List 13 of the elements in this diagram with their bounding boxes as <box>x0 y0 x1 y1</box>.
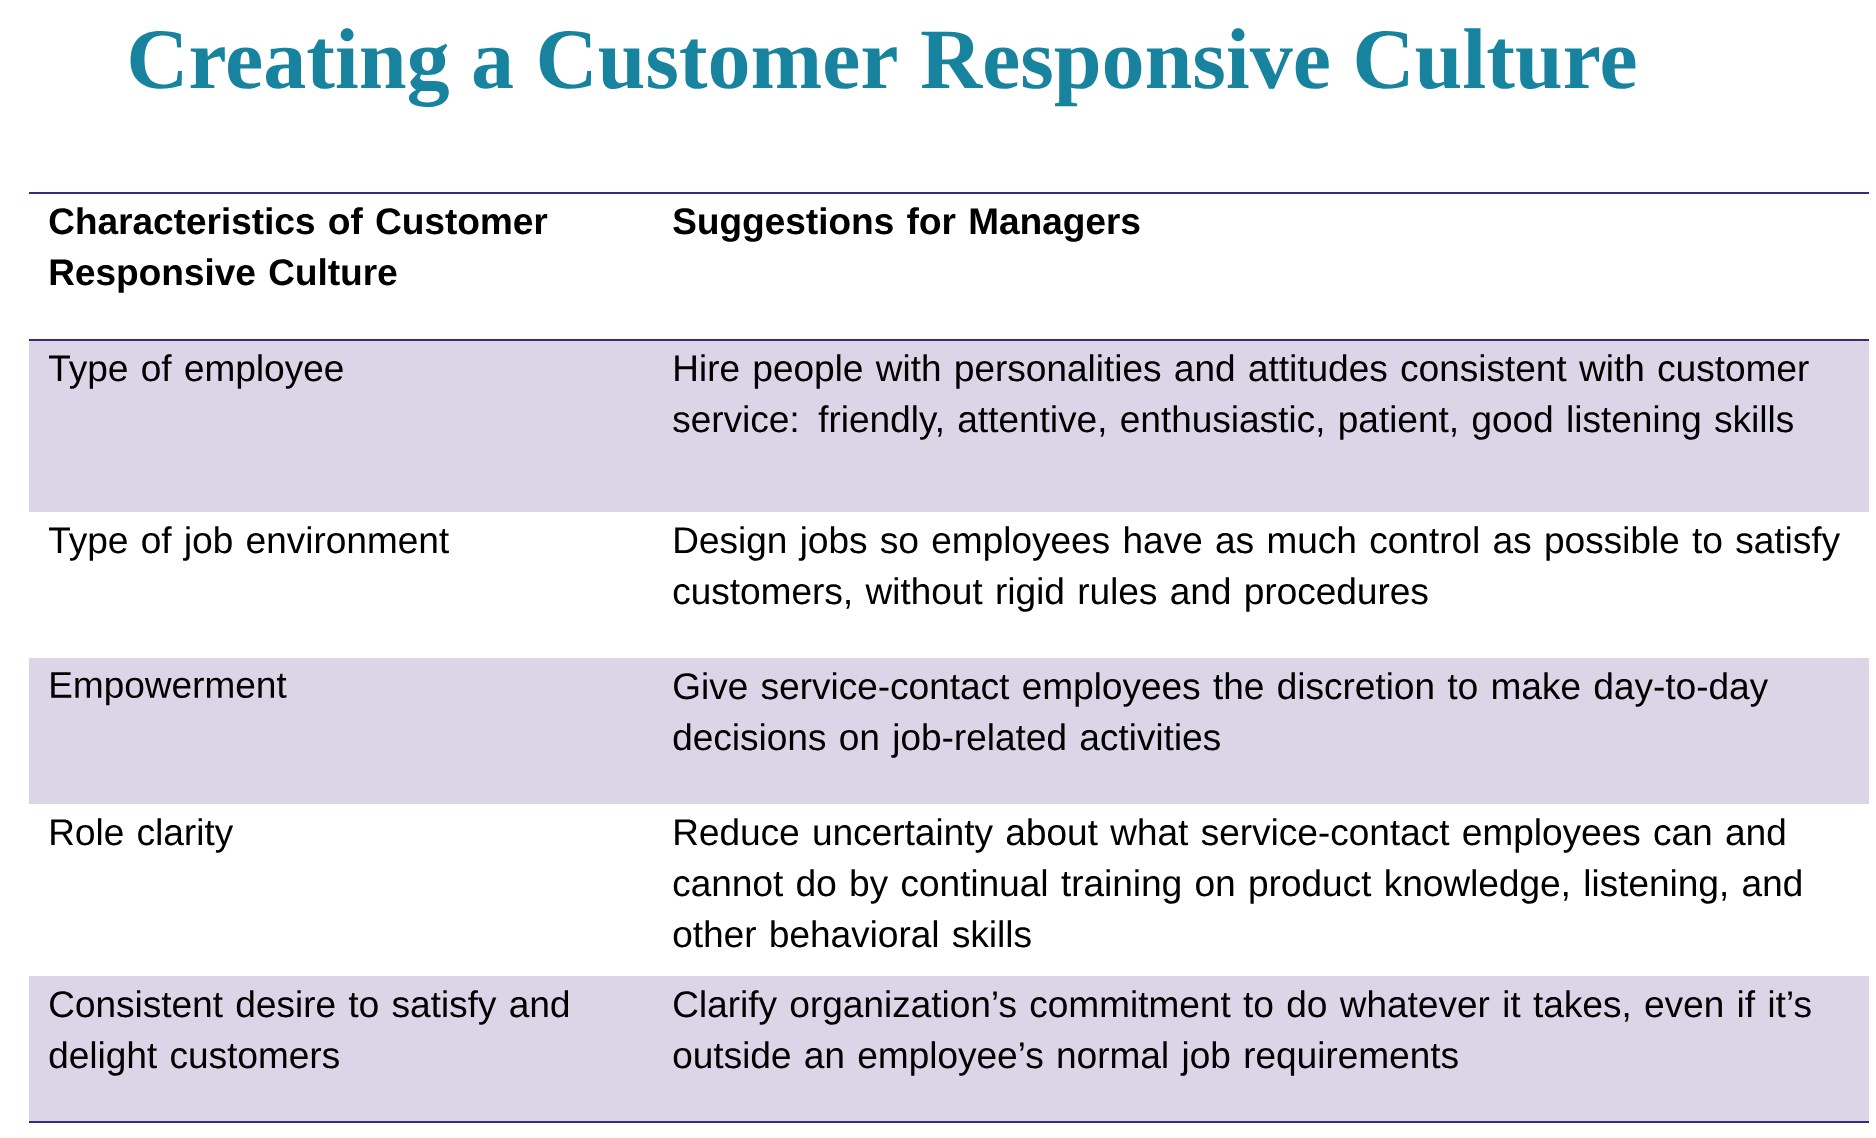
title: Creating a Customer Responsive Culture <box>130 28 1636 107</box>
table-cell: Role clarity <box>51 818 234 853</box>
table-cell: Empowerment <box>29 658 652 804</box>
table-cell: Consistent desire to satisfy and delight customers <box>29 976 652 1122</box>
table-cell: Type of job environment <box>49 526 449 561</box>
table-header-cell: Suggestions for Managers <box>673 207 1140 242</box>
table-cell: Clarify organization’s commitment to do whatever it takes, even if it’s outside an employee’s normal job requirements <box>652 976 1870 1122</box>
table-cell: Give service-contact employees the discretion to make day-to-day decisions on job-related activities <box>652 658 1870 804</box>
table-cell: Hire people with personalities and attitudes consistent with customer service: friendly, attentive, enthusiastic, patient, good listening skills <box>652 340 1870 512</box>
table-cell: Type of employee <box>29 340 652 512</box>
table-cell: Design jobs so employees have as much control as possible to satisfy customers, without rigid rules and procedures <box>673 526 1841 612</box>
table-cell: Reduce uncertainty about what service-contact employees can and cannot do by continual training on product knowledge, listening, and other behavioral skills <box>673 818 1801 948</box>
table-header-cell: Characteristics of Customer Responsive Culture <box>49 207 548 293</box>
